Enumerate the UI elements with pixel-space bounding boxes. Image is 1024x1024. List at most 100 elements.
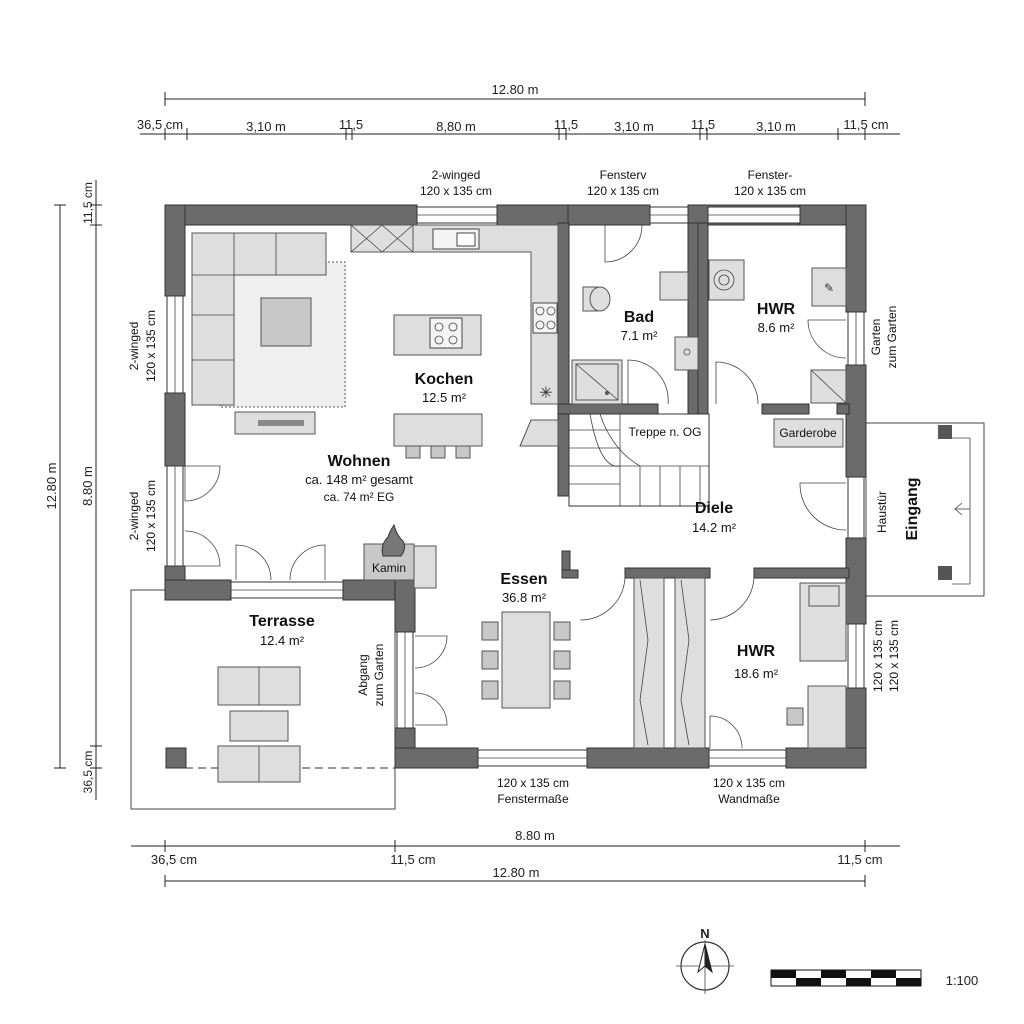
label-eingang: Eingang bbox=[904, 477, 921, 540]
dim-bottom-total: 12.80 m bbox=[493, 865, 540, 880]
win-bottom-1-line2: Fenstermaße bbox=[497, 792, 569, 806]
room-name-bad: Bad bbox=[624, 309, 654, 326]
window-right-1 bbox=[847, 311, 865, 366]
dim-bottom-seg-2: 11,5 cm bbox=[390, 852, 435, 867]
bar-table bbox=[393, 413, 483, 447]
room-area-diele: 14.2 m² bbox=[692, 520, 737, 535]
room-name-essen: Essen bbox=[500, 571, 547, 588]
room-area2-wohnen: ca. 74 m² EG bbox=[324, 490, 395, 504]
label-kamin: Kamin bbox=[372, 561, 406, 575]
kitchen-furniture: ✳ bbox=[350, 224, 559, 459]
hwr-bottom-furniture bbox=[786, 582, 847, 749]
win-right-1-line2: zum Garten bbox=[885, 306, 899, 369]
room-area-wohnen: ca. 148 m² gesamt bbox=[305, 472, 413, 487]
window-top-3 bbox=[707, 206, 801, 224]
win-right-1-line1: Garten bbox=[869, 319, 883, 356]
dim-top-seg-2: 3,10 m bbox=[246, 119, 286, 134]
room-area-essen: 36.8 m² bbox=[502, 590, 547, 605]
room-name-wohnen: Wohnen bbox=[328, 453, 391, 470]
scale-label: 1:100 bbox=[946, 973, 979, 988]
label-garderobe: Garderobe bbox=[779, 426, 837, 440]
win-bottom-2-line2: Wandmaße bbox=[718, 792, 780, 806]
win-left-2-line2: 120 x 135 cm bbox=[144, 480, 158, 552]
stairs bbox=[568, 413, 710, 507]
entrance-porch bbox=[865, 422, 985, 597]
window-left-2 bbox=[166, 465, 184, 567]
living-furniture bbox=[191, 232, 346, 435]
left-dimensions: 12.80 m 8.80 m 11,5 cm 36,5 cm bbox=[44, 180, 102, 800]
scale-bar: 1:100 bbox=[770, 969, 979, 988]
dim-bottom-seg-3: 11,5 cm bbox=[837, 852, 882, 867]
room-name-hwr-top: HWR bbox=[757, 301, 796, 318]
dim-top-seg-9: 11,5 cm bbox=[843, 117, 888, 132]
win-top-1-line1: 2-winged bbox=[432, 168, 481, 182]
dim-top-seg-4: 8,80 m bbox=[436, 119, 476, 134]
terrace-table bbox=[229, 710, 289, 742]
bath-furniture bbox=[571, 271, 699, 405]
room-name-kochen: Kochen bbox=[415, 371, 474, 388]
dining-table bbox=[501, 611, 551, 709]
svg-text:✎: ✎ bbox=[824, 281, 834, 295]
dim-left-outer: 12.80 m bbox=[44, 463, 59, 510]
room-name-terrasse: Terrasse bbox=[249, 613, 315, 630]
window-entrance bbox=[847, 476, 865, 539]
window-top-2 bbox=[649, 206, 689, 224]
room-name-hwr-bottom: HWR bbox=[737, 643, 776, 660]
hwr-top-furniture: ✎ bbox=[708, 259, 847, 404]
dim-top-seg-7: 11,5 bbox=[691, 117, 715, 132]
win-top-3-line1: Fenster- bbox=[748, 168, 793, 182]
windows bbox=[166, 206, 865, 767]
terrace-exit-line1: Abgang bbox=[356, 654, 370, 695]
window-right-2 bbox=[847, 623, 865, 689]
room-name-diele: Diele bbox=[695, 500, 733, 517]
window-terrace bbox=[230, 581, 344, 599]
room-area-terrasse: 12.4 m² bbox=[260, 633, 305, 648]
garderobe-cabinet bbox=[773, 418, 844, 448]
dim-left-bottom: 36,5 cm bbox=[81, 751, 95, 794]
window-left-1 bbox=[166, 295, 184, 394]
win-bottom-1-line1: 120 x 135 cm bbox=[497, 776, 569, 790]
win-left-1-line2: 120 x 135 cm bbox=[144, 310, 158, 382]
dim-top-seg-3: 11,5 bbox=[339, 117, 363, 132]
dim-top-seg-6: 3,10 m bbox=[614, 119, 654, 134]
dim-top-total: 12.80 m bbox=[492, 82, 539, 97]
top-dimensions: 12.80 m 36,5 cm 3,10 m 11,5 8,80 m 11,5 … bbox=[137, 82, 900, 140]
dim-top-seg-5: 11,5 bbox=[554, 117, 578, 132]
win-left-1-line1: 2-winged bbox=[127, 322, 141, 371]
door-swings bbox=[184, 224, 847, 749]
win-left-2-line1: 2-winged bbox=[127, 492, 141, 541]
win-top-1-line2: 120 x 135 cm bbox=[420, 184, 492, 198]
room-area-hwr-top: 8.6 m² bbox=[758, 320, 796, 335]
room-area-kochen: 12.5 m² bbox=[422, 390, 467, 405]
window-terrace-side bbox=[396, 631, 414, 729]
win-top-2-line2: 120 x 135 cm bbox=[587, 184, 659, 198]
window-labels: 2-winged 120 x 135 cm Fensterv 120 x 135… bbox=[127, 168, 901, 806]
room-area-bad: 7.1 m² bbox=[621, 328, 659, 343]
room-area-hwr-bottom: 18.6 m² bbox=[734, 666, 779, 681]
north-label: N bbox=[700, 926, 709, 941]
room-labels: Wohnen ca. 148 m² gesamt ca. 74 m² EG Ko… bbox=[249, 301, 921, 681]
coffee-table bbox=[260, 297, 312, 347]
fireplace bbox=[363, 523, 437, 589]
win-right-2-line1: 120 x 135 cm bbox=[871, 620, 885, 692]
win-right-2-line2: 120 x 135 cm bbox=[887, 620, 901, 692]
dim-left-top: 11,5 cm bbox=[81, 182, 95, 224]
dim-top-seg-8: 3,10 m bbox=[756, 119, 796, 134]
cabinets-center bbox=[633, 577, 706, 749]
win-top-3-line2: 120 x 135 cm bbox=[734, 184, 806, 198]
dim-left-inner: 8.80 m bbox=[80, 466, 95, 506]
window-bottom-1 bbox=[477, 749, 588, 767]
dining-furniture bbox=[481, 611, 571, 709]
window-bottom-2 bbox=[708, 749, 787, 767]
terrace-exit-line2: zum Garten bbox=[372, 644, 386, 707]
label-haustuer: Haustür bbox=[875, 491, 889, 533]
terrace-area bbox=[130, 589, 396, 810]
dim-top-seg-1: 36,5 cm bbox=[137, 117, 183, 132]
bottom-dimensions: 8.80 m 36,5 cm 11,5 cm 11,5 cm 12.80 m bbox=[131, 828, 900, 887]
window-top-1 bbox=[416, 206, 498, 224]
win-bottom-2-line1: 120 x 135 cm bbox=[713, 776, 785, 790]
svg-text:✳: ✳ bbox=[539, 385, 552, 402]
dim-bottom-mid: 8.80 m bbox=[515, 828, 555, 843]
label-treppe: Treppe n. OG bbox=[629, 425, 702, 439]
